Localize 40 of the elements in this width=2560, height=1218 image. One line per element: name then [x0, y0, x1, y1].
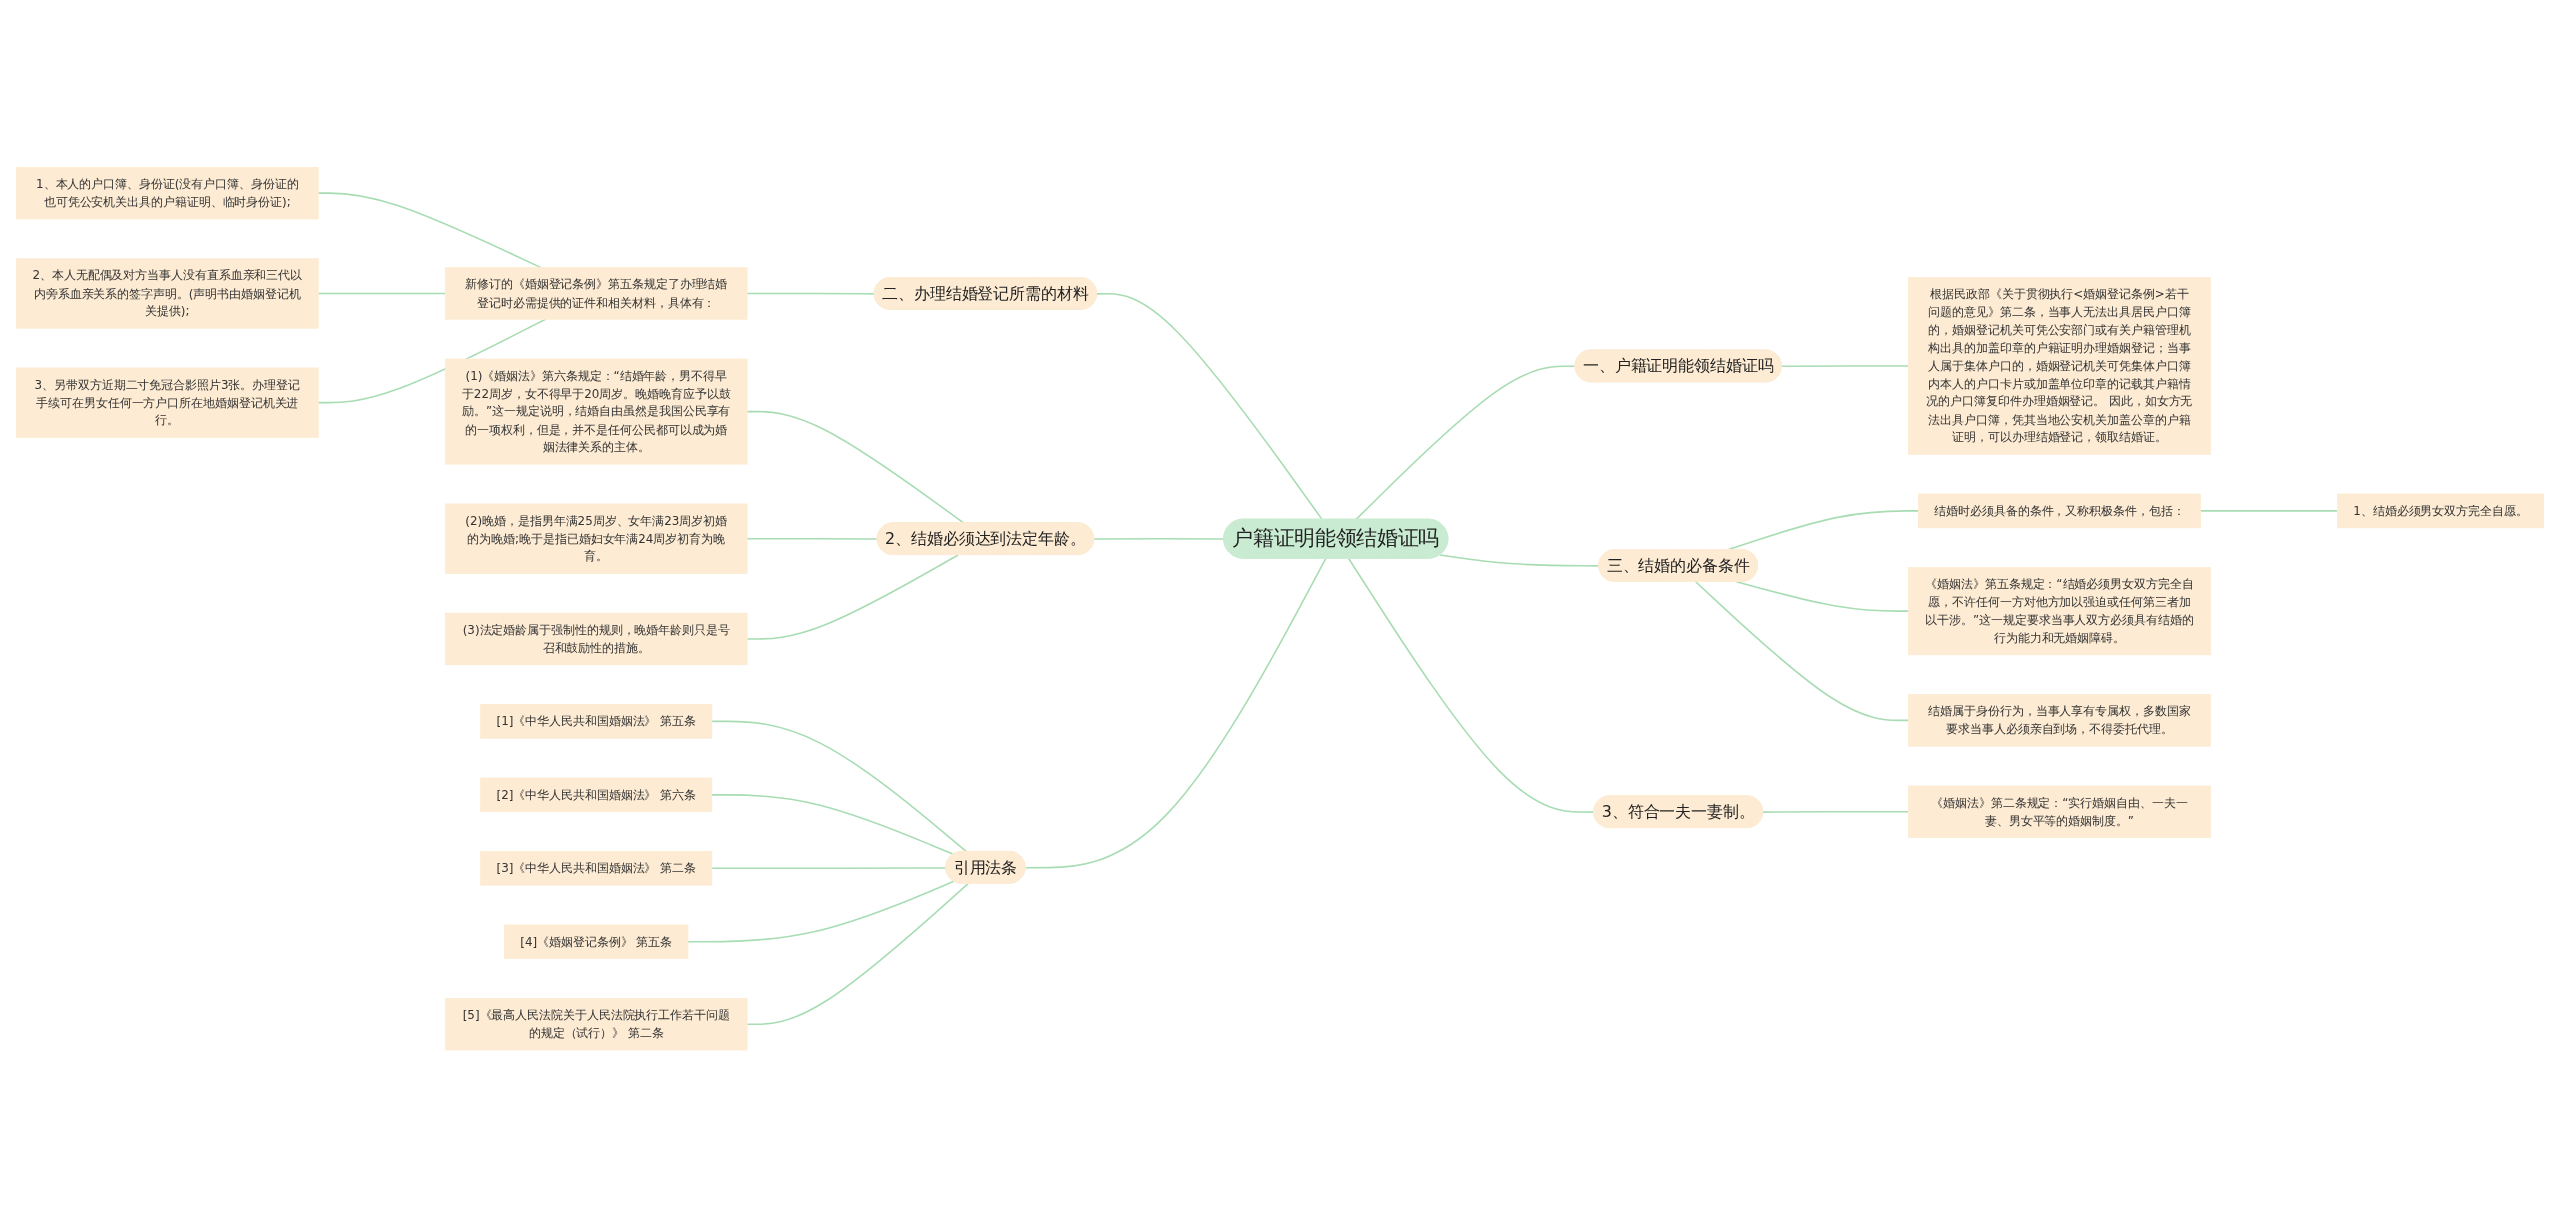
connector — [317, 192, 542, 269]
node-box: [3]《中华人民共和国婚姻法》 第二条 — [480, 851, 713, 886]
node-box: 《婚姻法》第二条规定：“实行婚姻自由、一夫一妻、男女平等的婚姻制度。” — [1908, 785, 2211, 839]
connector — [711, 794, 955, 856]
connector — [746, 411, 965, 525]
node-box: 2、本人无配偶及对方当事人没有直系血亲和三代以内旁系血亲关系的签字声明。(声明书由婚姻登记机关提供); — [16, 258, 319, 329]
connector — [1096, 293, 1324, 521]
connector — [1093, 538, 1225, 541]
connector — [711, 867, 947, 870]
node-box: (3)法定婚龄属于强制性的规则，晚婚年龄则只是号召和鼓励性的措施。 — [444, 613, 748, 666]
node-box: (1)《婚姻法》第六条规定：“结婚年龄，男不得早于22周岁，女不得早于20周岁。晚婚晚育应予以鼓励。”这一规定说明，结婚自由虽然是我国公民享有的一项权利，但是，并不是任何公民都可以成为婚姻法律关系的主体。 — [444, 358, 748, 465]
node-box: [5]《最高人民法院关于人民法院执行工作若干问题的规定（试行）》 第二条 — [444, 998, 748, 1051]
node-box: 结婚时必须具备的条件，又称积极条件，包括： — [1918, 493, 2201, 529]
connector — [1694, 581, 1910, 722]
connector — [687, 880, 955, 943]
connector — [1762, 811, 1910, 814]
connector — [1781, 365, 1910, 368]
node-box: [1]《中华人民共和国婚姻法》 第五条 — [480, 704, 713, 739]
node-box: 结婚属于身份行为，当事人享有专属权，多数国家要求当事人必须亲自到场，不得委托代理。 — [1908, 694, 2211, 747]
connector — [317, 292, 447, 295]
connector — [1347, 558, 1595, 814]
connector — [1439, 554, 1600, 567]
node-box: 1、本人的户口簿、身份证(没有户口簿、身份证的也可凭公安机关出具的户籍证明、临时身份证); — [16, 167, 319, 220]
connector — [711, 720, 968, 853]
connector — [2199, 510, 2339, 512]
node-box: 新修订的《婚姻登记条例》第五条规定了办理结婚登记时必需提供的证件和相关材料，具体有： — [444, 267, 748, 320]
connector — [746, 538, 879, 541]
node-box: [4]《婚姻登记条例》 第五条 — [504, 924, 689, 960]
connector — [1735, 581, 1910, 613]
connector — [1024, 558, 1327, 869]
node-box: 3、另带双方近期二寸免冠合影照片3张。办理登记手续可在男女任何一方户口所在地婚姻登记机关进行。 — [16, 367, 319, 439]
connector — [746, 883, 969, 1026]
connector — [746, 554, 959, 641]
node-box: 1、结婚必须男女双方完全自愿。 — [2337, 493, 2544, 529]
connector — [317, 318, 547, 404]
connector — [746, 292, 876, 295]
node-box: [2]《中华人民共和国婚姻法》 第六条 — [480, 777, 713, 813]
node-box: 《婚姻法》第五条规定：“结婚必须男女双方完全自愿，不许任何一方对他方加以强迫或任何第三者加以干涉。”这一规定要求当事人双方必须具有结婚的行为能力和无婚姻障碍。 — [1908, 567, 2211, 656]
node-box: 根据民政部《关于贯彻执行<婚姻登记条例>若干问题的意见》第二条，当事人无法出具居民户口簿的，婚姻登记机关可凭公安部门或有关户籍管理机构出具的加盖印章的户籍证明办理婚姻登记；当事人属于集体户口的，婚姻登记机关可凭集体户口簿内本人的户口卡片或加盖单位印章的记载其户籍情况的户口簿复印件办理婚姻登记。 因此，如女方无法出具户口簿，凭其当地公安机关加盖公章的户籍证明，可以办理结婚登记，领取结婚证。 — [1908, 277, 2211, 455]
node-box: (2)晚婚，是指男年满25周岁、女年满23周岁初婚的为晚婚;晚于是指已婚妇女年满24周岁初育为晚育。 — [444, 503, 748, 575]
